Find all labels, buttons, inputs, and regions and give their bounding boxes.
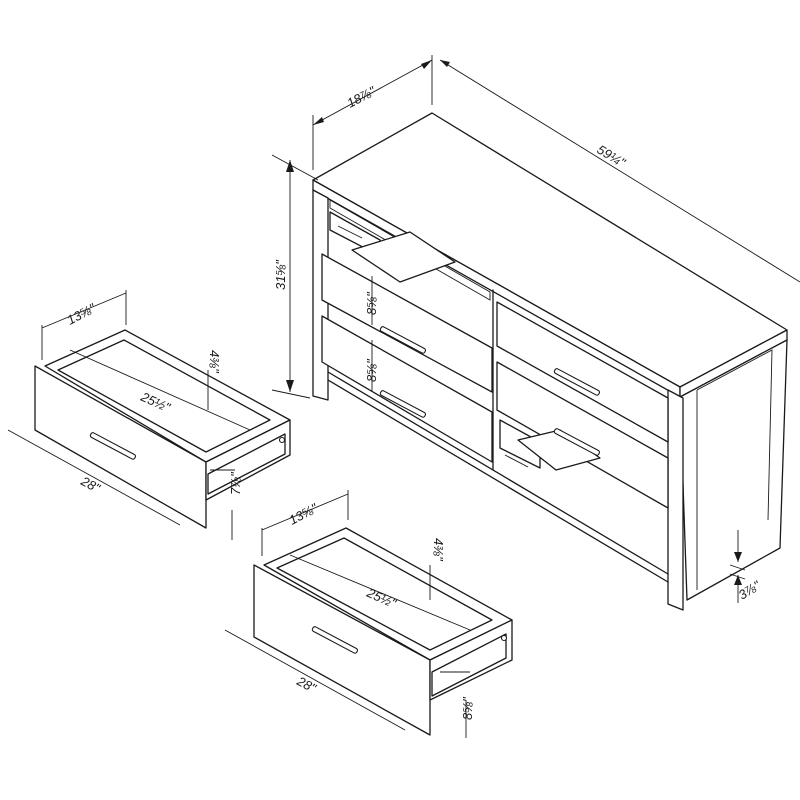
drawer-left-upper	[321, 253, 493, 393]
right-drawer-handle	[311, 626, 358, 654]
dresser-depth-label: 18⅞"	[344, 83, 379, 111]
drawer-right-lower	[496, 361, 669, 509]
dresser	[271, 55, 800, 611]
slide-detail	[337, 225, 363, 239]
right-drawer-front	[253, 564, 431, 736]
bottom-open-inner	[517, 429, 601, 471]
handle-left-upper	[379, 326, 426, 354]
dresser-height-label: 31⅝"	[273, 259, 288, 290]
handle-left-lower	[379, 390, 426, 418]
dresser-side-panel	[679, 339, 788, 601]
dim-height	[271, 154, 319, 399]
right-drawer-front-height-label: 8⅝"	[460, 696, 475, 720]
dim-leg	[729, 530, 746, 603]
left-drawer-depth-label: 13⅝"	[64, 300, 99, 328]
left-drawer-inner-height-label: 4⅜"	[207, 350, 222, 374]
left-drawer-handle	[89, 432, 136, 460]
right-drawer-depth-label: 13⅝"	[286, 500, 321, 528]
right-drawer-outer-length-label: 28"	[294, 673, 320, 696]
handle-right-lower	[553, 428, 600, 456]
bottom-slide-detail	[504, 454, 529, 468]
dim-depth	[312, 55, 433, 170]
bottom-open-slide	[499, 419, 541, 469]
drawer-height-top-label: 8⅝"	[364, 291, 379, 315]
open-drawer-inner-top	[351, 231, 456, 283]
drawer-height-bottom-label: 8⅝"	[364, 358, 379, 382]
left-drawer-screw	[278, 436, 286, 444]
front-right-leg	[667, 389, 684, 611]
handle-right-upper	[553, 368, 600, 396]
drawer-left-lower	[321, 315, 493, 463]
bottom-rail-top	[327, 371, 669, 575]
left-drawer-front-height-label: 7⅞"	[228, 471, 243, 495]
left-drawer-slide	[207, 433, 286, 495]
right-drawer-inner-height-label: 4⅜"	[431, 538, 446, 562]
left-drawer-dims	[7, 290, 251, 540]
side-panel-frame	[696, 349, 773, 521]
bottom-rail	[327, 379, 669, 583]
drawer-right-upper	[496, 301, 669, 443]
right-drawer-dims	[224, 490, 471, 738]
right-drawer-slide	[431, 633, 507, 697]
drawer-right	[224, 490, 513, 738]
left-drawer-outer-length-label: 28"	[78, 473, 104, 496]
dim-width	[439, 59, 800, 283]
right-drawer-screw	[500, 634, 508, 642]
drawer-left	[7, 290, 291, 540]
